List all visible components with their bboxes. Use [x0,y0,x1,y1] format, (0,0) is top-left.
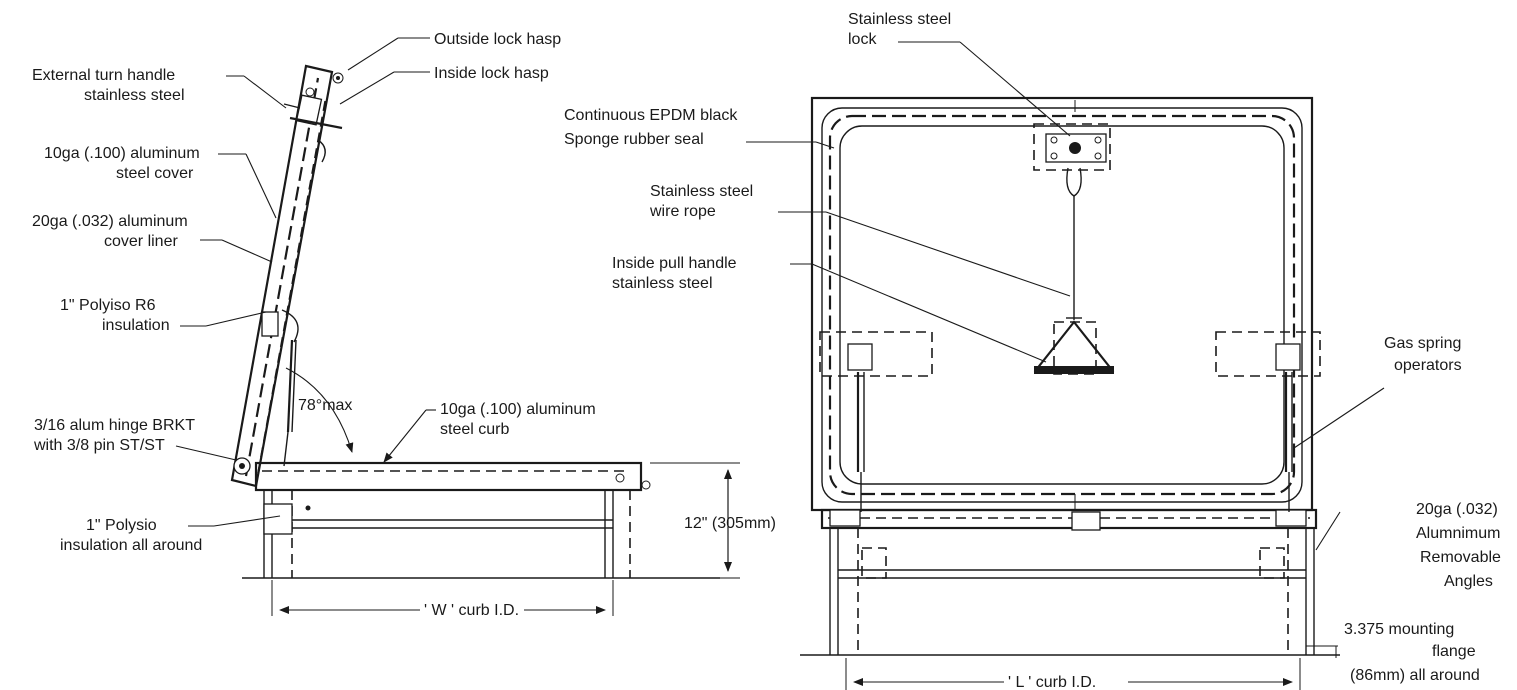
gas-spring-label-2: operators [1394,357,1462,374]
inside-lock-hasp-label: Inside lock hasp [434,65,549,82]
flange-label-2: flange [1432,643,1476,660]
hinge-label: 3/16 alum hinge BRKT [34,417,195,434]
hinge-label-2: with 3/8 pin ST/ST [33,437,165,454]
removable-angles-label-2: Alumnimum [1416,525,1500,542]
l-curb-label: ' L ' curb I.D. [1008,674,1096,690]
ss-lock-label: Stainless steel [848,11,951,28]
wire-rope-label-2: wire rope [649,203,716,220]
flange-label-3: (86mm) all around [1350,667,1480,684]
wire-rope-label: Stainless steel [650,183,753,200]
epdm-seal-label-2: Sponge rubber seal [564,131,704,148]
removable-angles-label: 20ga (.032) [1416,501,1498,518]
external-turn-handle-label-2: stainless steel [84,87,185,104]
liner-20ga-label-2: cover liner [104,233,178,250]
outside-lock-hasp-label: Outside lock hasp [434,31,561,48]
side-gas-spring [283,339,297,467]
removable-angles-label-3: Removable [1420,549,1501,566]
front-lock [1033,123,1111,197]
polyiso-r6-label: 1" Polyiso R6 [60,297,156,314]
w-curb-label: ' W ' curb I.D. [424,602,519,619]
curb-10ga-label-2: steel curb [440,421,509,438]
front-elevation-view: Stainless steel lock Continuous EPDM bla… [564,11,1501,690]
side-cover [230,64,344,488]
cover-10ga-label: 10ga (.100) aluminum [44,145,200,162]
removable-angles-label-4: Angles [1444,573,1493,590]
polysio-label-2: insulation all around [60,537,202,554]
liner-20ga-label: 20ga (.032) aluminum [32,213,188,230]
curb-10ga-label: 10ga (.100) aluminum [440,401,596,418]
angle-max-label: 78°max [298,397,352,414]
ss-lock-label-2: lock [848,31,877,48]
side-elevation-view: 78°max Outside lock hasp Inside lock has… [32,31,776,619]
cover-10ga-label-2: steel cover [116,165,194,182]
height-dimension-label: 12" (305mm) [684,515,776,532]
side-curb [254,461,651,578]
pull-handle-label: Inside pull handle [612,255,737,272]
polysio-label: 1" Polysio [86,517,157,534]
flange-label: 3.375 mounting [1344,621,1454,638]
pull-handle-label-2: stainless steel [612,275,713,292]
gas-spring-label: Gas spring [1384,335,1461,352]
polyiso-r6-label-2: insulation [102,317,170,334]
epdm-seal-label: Continuous EPDM black [564,107,738,124]
external-turn-handle-label: External turn handle [32,67,175,84]
